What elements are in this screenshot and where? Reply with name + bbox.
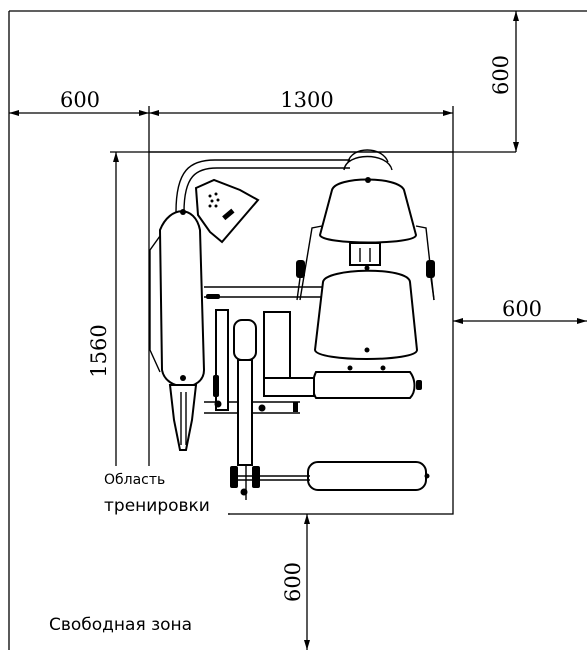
dim-machine-depth: 1560 [87, 324, 111, 377]
dim-top-clearance: 600 [489, 55, 513, 95]
dim-right-clearance: 600 [502, 297, 542, 321]
training-area-label-line2: тренировки [104, 496, 210, 516]
dim-machine-width: 1300 [280, 88, 333, 112]
free-zone-boundary [8, 10, 587, 650]
dimension-lines [9, 11, 587, 650]
dim-left-clearance: 600 [60, 88, 100, 112]
training-label-bg [101, 466, 228, 518]
equipment-drawing [149, 149, 435, 500]
free-zone-label: Свободная зона [49, 615, 192, 635]
training-area-label-line1: Область [104, 472, 165, 488]
dim-bottom-clearance: 600 [281, 562, 305, 602]
